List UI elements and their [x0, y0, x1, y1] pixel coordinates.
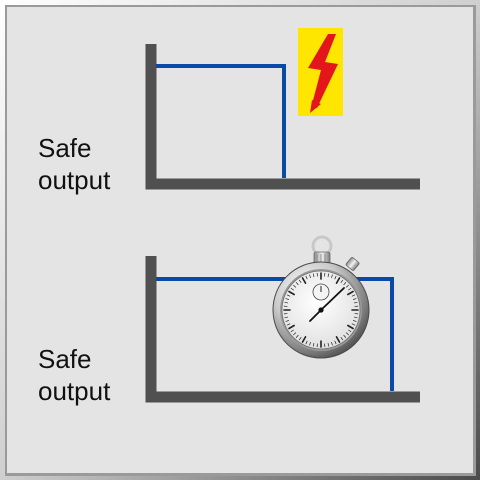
stopwatch-tick — [295, 282, 299, 286]
stopwatch-tick — [347, 290, 354, 296]
stopwatch-tick — [335, 336, 341, 343]
safe-output-label-top: Safe output — [38, 132, 110, 196]
stopwatch-tick — [312, 273, 315, 278]
stopwatch-tick — [309, 274, 311, 279]
stopwatch-tick — [347, 324, 354, 330]
stopwatch-tick — [343, 282, 347, 286]
safe-output-label-bottom: Safe output — [38, 343, 110, 407]
stopwatch-tick — [353, 301, 358, 304]
stopwatch-tick — [334, 275, 337, 280]
stopwatch-tick — [334, 340, 337, 345]
stopwatch-tick — [345, 284, 349, 288]
stopwatch-tick — [286, 294, 291, 297]
stopwatch-tick — [309, 341, 311, 346]
stopwatch-tick — [340, 337, 344, 341]
axis-top — [145, 44, 420, 190]
stopwatch-tick — [301, 336, 307, 343]
stopwatch-tick — [331, 341, 333, 346]
stopwatch-tick — [348, 329, 352, 333]
stopwatch-tick — [305, 275, 308, 280]
high-voltage-warning-icon — [298, 28, 343, 116]
stopwatch-tick — [327, 273, 330, 278]
stopwatch-tick — [340, 279, 344, 283]
stopwatch-tick — [285, 320, 290, 322]
stopwatch-tick — [293, 284, 297, 288]
stopwatch-icon — [272, 235, 370, 359]
stopwatch-tick — [351, 294, 356, 297]
stopwatch-tick — [293, 332, 297, 336]
stopwatch-tick — [290, 329, 294, 333]
stopwatch-tick — [298, 337, 302, 341]
stopwatch-tick — [352, 320, 357, 322]
stopwatch-tick — [301, 277, 307, 284]
stopwatch-tick — [288, 290, 295, 296]
label-bottom-line-2: output — [38, 376, 111, 406]
stopwatch-tick — [286, 323, 291, 326]
label-bottom-line-1: Safe — [38, 344, 92, 374]
label-top-line-1: Safe — [38, 133, 92, 163]
stopwatch-tick — [352, 298, 357, 300]
axis-bottom — [145, 256, 420, 403]
signal-line-bottom — [156, 277, 394, 391]
stopwatch-tick — [327, 342, 330, 347]
stopwatch-tick — [284, 301, 289, 304]
stopwatch-tick — [348, 287, 352, 291]
stopwatch-tick — [305, 340, 308, 345]
stopwatch-tick — [288, 324, 295, 330]
stopwatch-tick — [335, 277, 341, 284]
stopwatch-tick — [343, 334, 347, 338]
stopwatch-tick — [331, 274, 333, 279]
label-top-line-2: output — [38, 165, 111, 195]
panel-bottom — [145, 235, 420, 403]
stopwatch-tick — [353, 316, 358, 319]
stopwatch-tick — [351, 323, 356, 326]
stopwatch-tick — [284, 316, 289, 319]
signal-line-top — [156, 64, 286, 178]
stopwatch-tick — [285, 298, 290, 300]
stopwatch-tick — [298, 279, 302, 283]
stopwatch-tick — [290, 287, 294, 291]
panel-top — [145, 28, 420, 190]
stopwatch-tick — [295, 334, 299, 338]
stopwatch-tick — [312, 342, 315, 347]
stopwatch-tick — [345, 332, 349, 336]
